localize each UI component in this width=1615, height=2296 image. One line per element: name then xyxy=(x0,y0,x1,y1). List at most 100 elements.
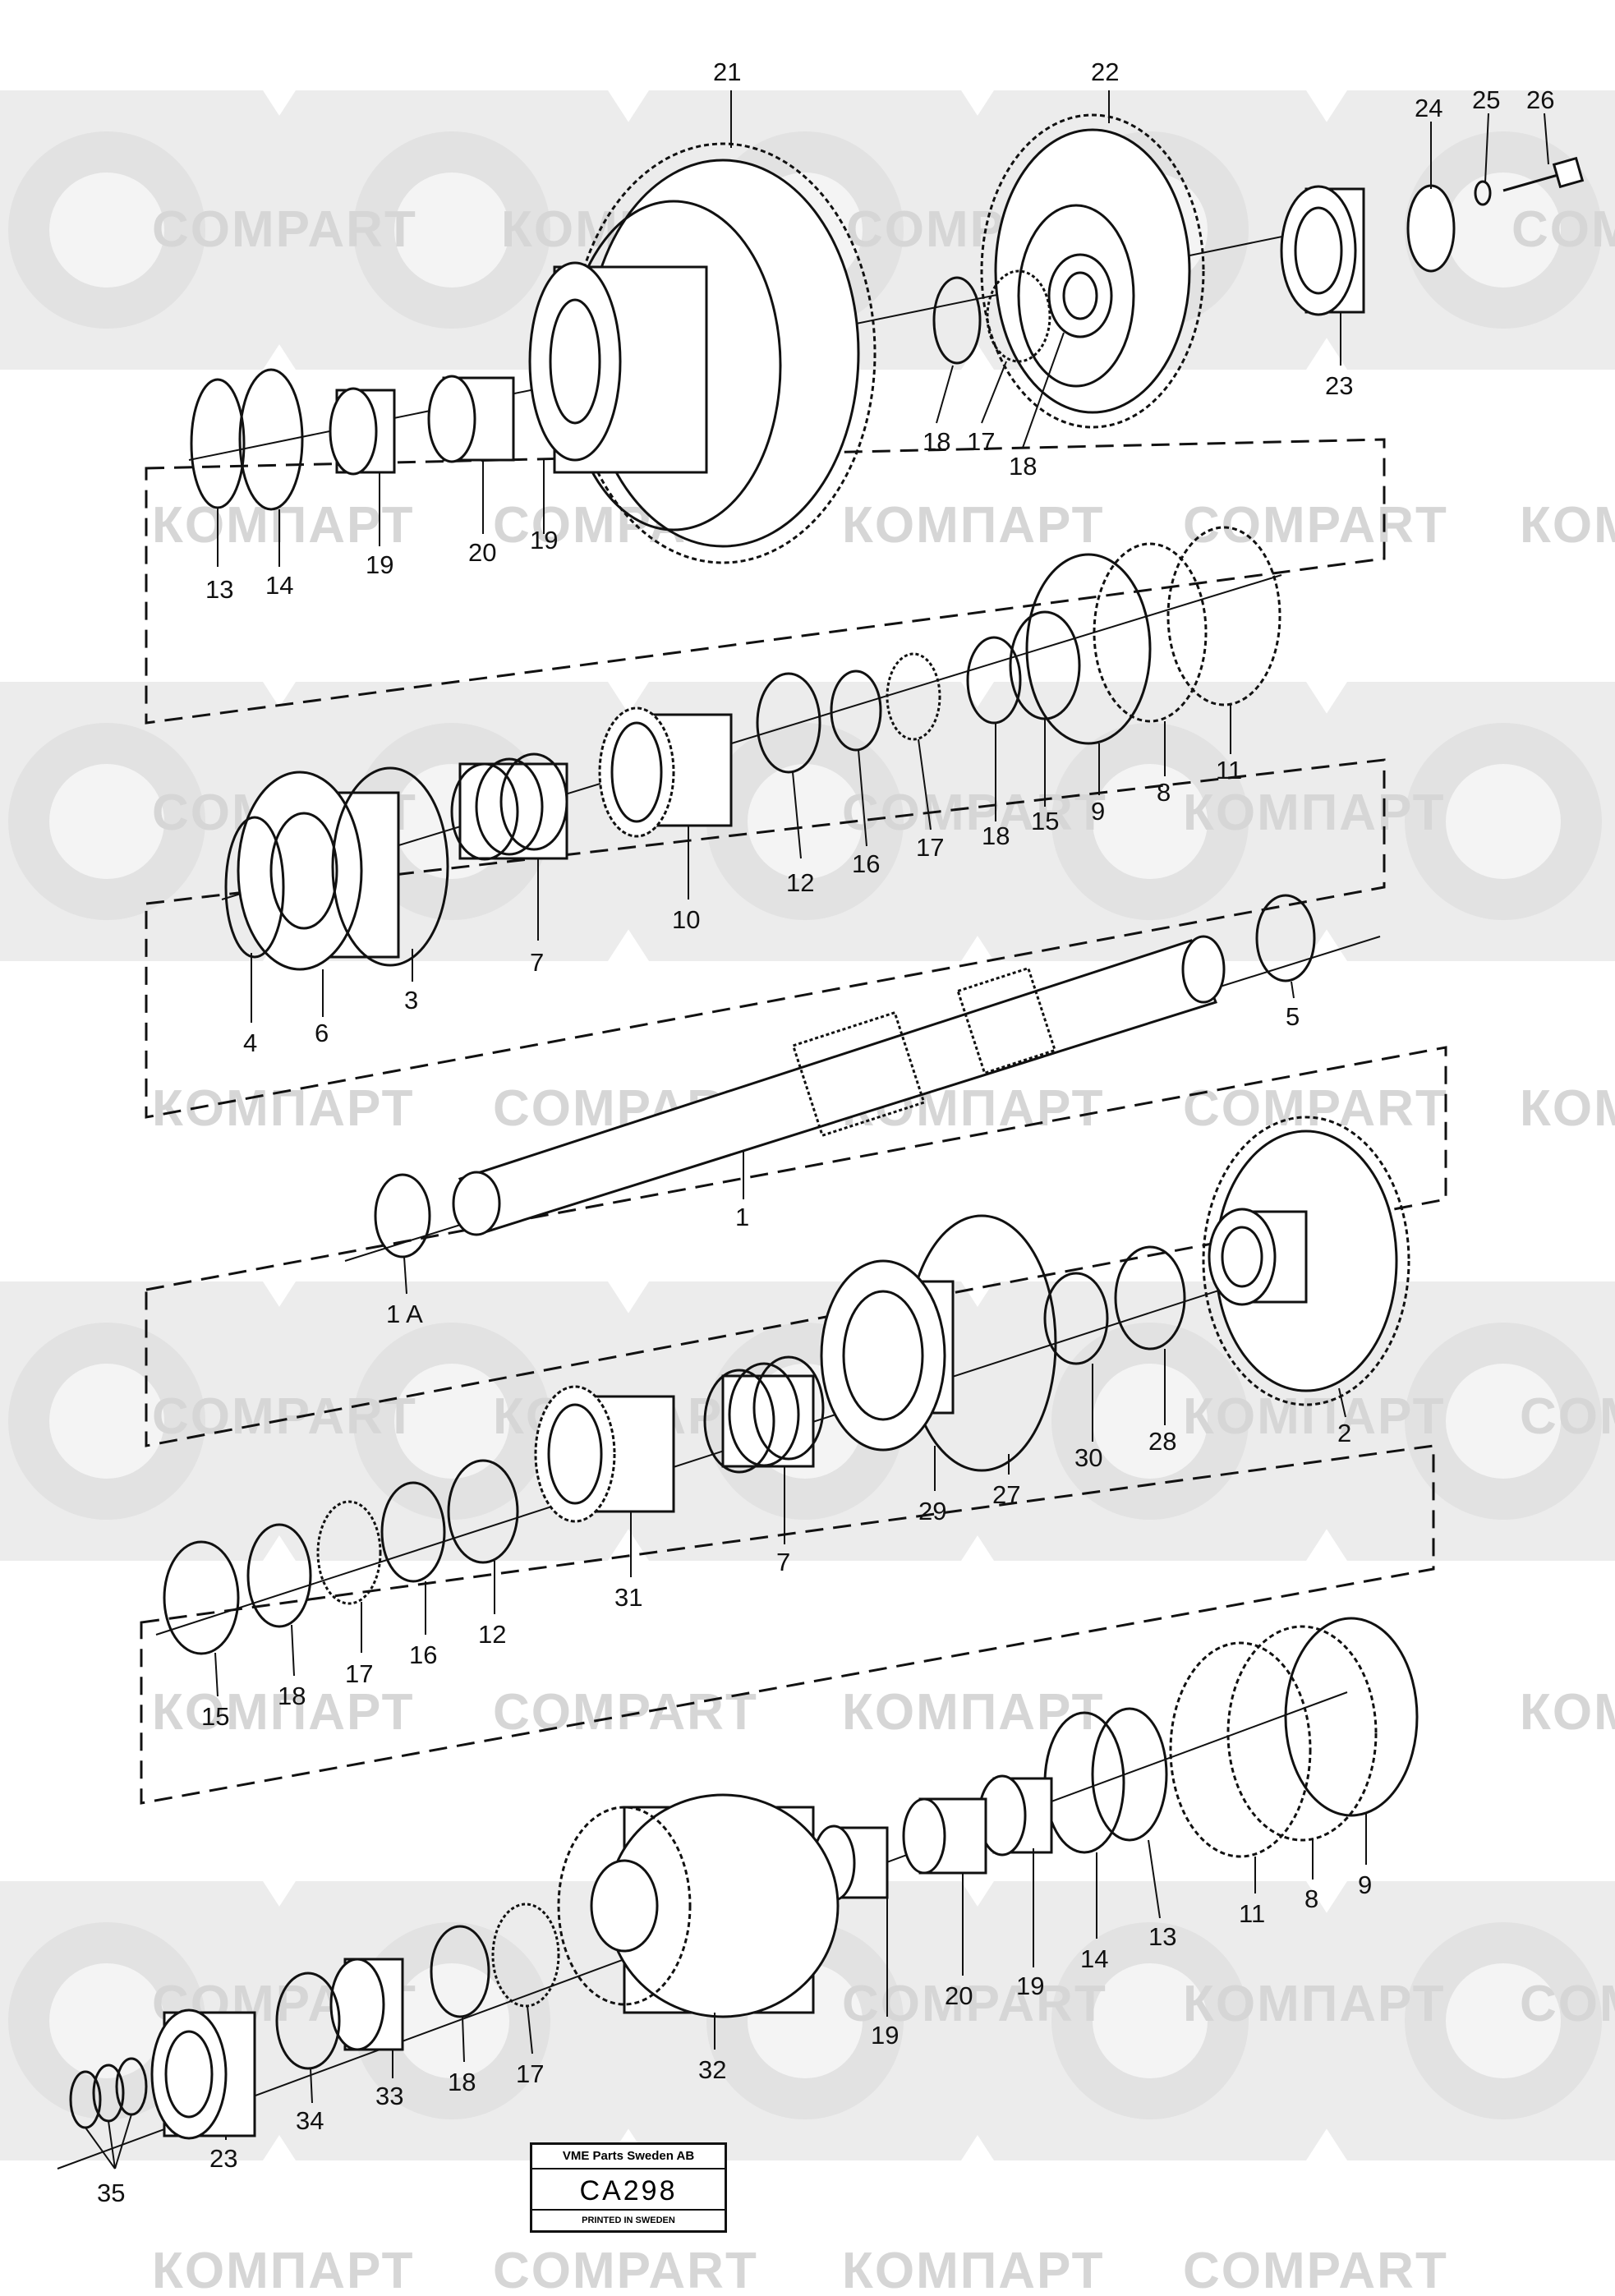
part-label: 8 xyxy=(1304,1884,1318,1913)
disc-11-mid xyxy=(1166,526,1281,706)
part-label: 29 xyxy=(918,1497,946,1525)
part-label: 3 xyxy=(404,986,418,1015)
watermark-cyrillic: КОМПАРТ xyxy=(1520,1080,1615,1137)
part-label: 23 xyxy=(1325,371,1353,400)
part-label: 15 xyxy=(1031,807,1059,835)
watermark-latin: COMPART xyxy=(842,785,1107,841)
drum-32 xyxy=(557,1793,840,2018)
part-label: 30 xyxy=(1074,1443,1102,1472)
washer-18-bottom xyxy=(430,1925,490,2018)
bolt-26 xyxy=(1502,156,1585,192)
leader-lines xyxy=(85,90,1549,2169)
gear-22 xyxy=(980,113,1205,429)
part-label: 17 xyxy=(516,2059,544,2088)
part-label: 14 xyxy=(265,571,293,600)
watermark-cyrillic: КОМПАРТ xyxy=(842,1684,1104,1741)
hub-10 xyxy=(598,706,733,838)
washer-16-mid xyxy=(830,669,882,752)
assembly-outline-3 xyxy=(145,1046,1447,1447)
ring-15-low xyxy=(163,1540,240,1655)
part-label: 8 xyxy=(1157,778,1171,807)
part-label: 18 xyxy=(448,2068,476,2096)
watermark-latin: COMPART xyxy=(1520,1388,1615,1445)
part-label: 2 xyxy=(1337,1419,1351,1447)
snap-ring-13-bottom xyxy=(1091,1707,1168,1842)
part-label: 12 xyxy=(478,1620,506,1649)
bushing-20-bottom xyxy=(902,1797,987,1875)
part-label: 32 xyxy=(698,2055,726,2084)
part-label: 19 xyxy=(530,526,558,554)
washer-16-low xyxy=(380,1481,446,1583)
part-label: 1 xyxy=(735,1203,749,1231)
part-label: 13 xyxy=(1148,1922,1176,1951)
needle-bearing-17-low xyxy=(316,1500,382,1605)
part-labels: 21 22 24 25 26 23 18 17 18 13 14 19 20 1… xyxy=(97,58,1554,2207)
part-label: 19 xyxy=(871,2021,899,2050)
part-label: 27 xyxy=(992,1480,1020,1509)
plate-9-bottom xyxy=(1284,1617,1419,1817)
part-label: 17 xyxy=(916,833,944,862)
ring-14-top xyxy=(238,368,304,511)
gear-2 xyxy=(1202,1116,1410,1406)
ring-5 xyxy=(1255,894,1316,982)
watermark-latin: COMPART xyxy=(1183,497,1448,554)
watermark-cyrillic: КОМПАРТ xyxy=(152,1684,414,1741)
part-label: 23 xyxy=(209,2144,237,2173)
part-label: 15 xyxy=(201,1702,229,1731)
watermark-cyrillic: КОМПАРТ xyxy=(842,497,1104,554)
watermark-cyrillic: КОМПАРТ xyxy=(152,2243,414,2296)
washer-18-mid xyxy=(966,636,1022,725)
watermark-cyrillic: КОМПАРТ xyxy=(1183,785,1445,841)
watermark-latin: COMPART xyxy=(1183,1080,1448,1137)
watermark-latin: COMPART xyxy=(842,1976,1107,2032)
needle-bearing-19-top xyxy=(329,387,396,476)
part-label: 7 xyxy=(776,1548,790,1576)
bushing-20-top xyxy=(427,375,515,463)
bearing-29 xyxy=(820,1259,955,1452)
assembly-outline-1 xyxy=(145,438,1386,725)
part-label: 7 xyxy=(530,948,544,977)
part-label: 9 xyxy=(1091,797,1105,826)
plate-company-name: VME Parts Sweden AB xyxy=(532,2145,725,2169)
washer-12-mid xyxy=(756,672,821,774)
ring-34-bottom xyxy=(275,1972,341,2070)
needle-bearing-17-top xyxy=(986,269,1051,363)
watermark-latin: COMPART xyxy=(1520,1976,1615,2032)
part-label: 22 xyxy=(1091,58,1119,86)
disc-8-mid xyxy=(1093,542,1208,723)
thrust-washer-18-top xyxy=(932,276,982,365)
ring-1a xyxy=(374,1173,431,1258)
part-label: 4 xyxy=(243,1028,257,1057)
part-label: 16 xyxy=(409,1640,437,1669)
part-label: 21 xyxy=(713,58,741,86)
watermark-latin: COMPART xyxy=(493,1684,758,1741)
plate-printed-note: PRINTED IN SWEDEN xyxy=(532,2209,725,2230)
ring-28 xyxy=(1114,1245,1186,1350)
bearing-33-bottom xyxy=(329,1958,404,2051)
part-label: 19 xyxy=(1016,1972,1044,2000)
cover-plate-24 xyxy=(1406,184,1456,273)
part-label: 25 xyxy=(1472,85,1500,114)
piston-6 xyxy=(237,771,400,971)
part-label: 6 xyxy=(315,1019,329,1047)
row-4-parts xyxy=(163,1116,1410,1655)
disc-8-bottom xyxy=(1226,1625,1378,1842)
needle-bearing-17-bottom xyxy=(491,1903,560,2008)
part-label: 20 xyxy=(945,1981,973,2010)
plate-9-mid xyxy=(1025,553,1152,745)
part-label: 14 xyxy=(1080,1944,1108,1973)
part-label: 1 A xyxy=(386,1300,423,1328)
main-shaft-1 xyxy=(452,935,1226,1236)
part-label: 10 xyxy=(672,905,700,934)
watermark-cyrillic: КОМПАРТ xyxy=(1183,1388,1445,1445)
part-label: 9 xyxy=(1358,1870,1372,1899)
part-label: 5 xyxy=(1286,1002,1300,1031)
assembly-outline-2 xyxy=(145,758,1386,1119)
title-plate: VME Parts Sweden AB CA298 PRINTED IN SWE… xyxy=(530,2142,727,2233)
row-3-parts xyxy=(374,894,1316,1258)
part-label: 34 xyxy=(296,2106,324,2135)
needle-bearing-19-bottom-a xyxy=(978,1774,1053,1857)
spring-7-low xyxy=(703,1355,825,1474)
part-label: 17 xyxy=(345,1659,373,1688)
